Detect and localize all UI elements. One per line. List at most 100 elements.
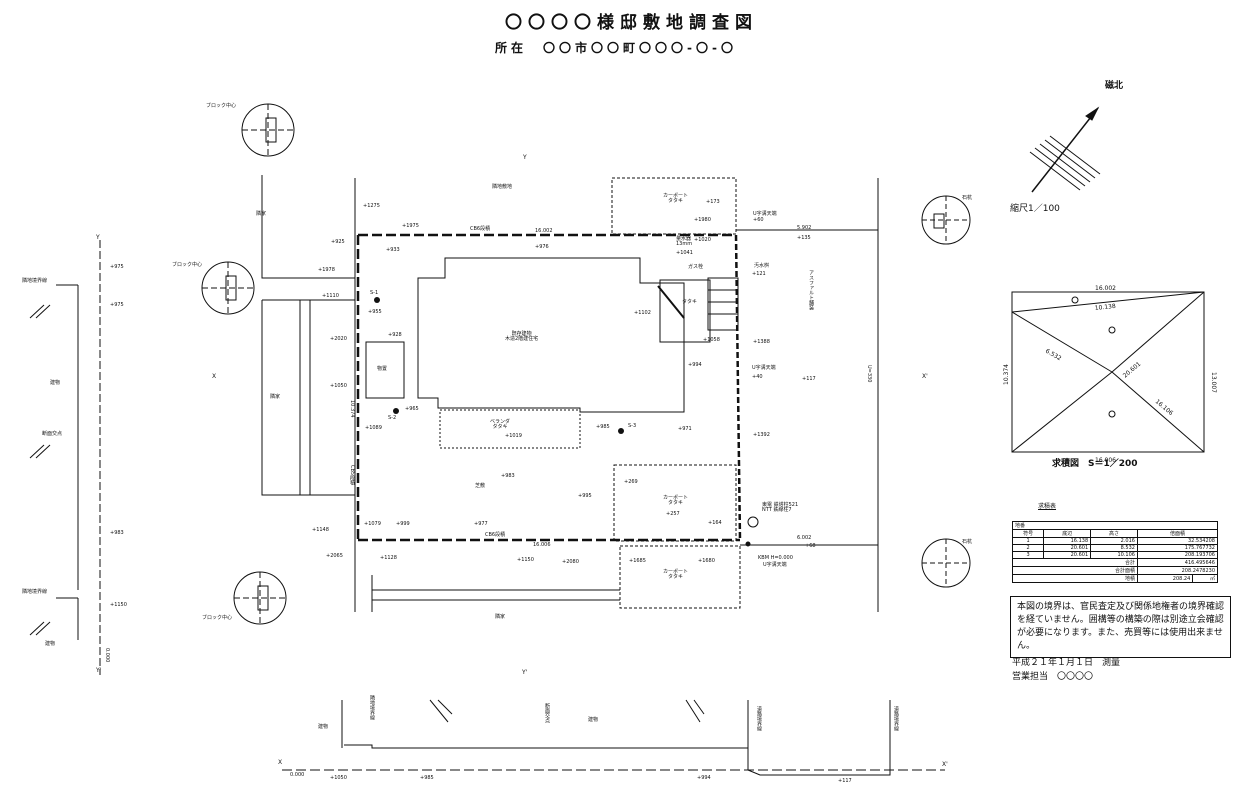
area-dim-top: 16.002 (1095, 285, 1116, 292)
elevation-point: +1102 (634, 310, 651, 316)
elevation-point: +994 (688, 362, 702, 368)
elevation-point: +1685 (629, 558, 646, 564)
elevation-point: +2065 (326, 553, 343, 559)
section-bottom-c: +994 (697, 775, 711, 781)
section-left-building-label-2: 建物 (45, 641, 56, 647)
block-center-label-bottom: ブロック中心 (202, 615, 233, 621)
table-cell-mark: 3 (1011, 551, 1045, 559)
stone-detail-circle-top (921, 195, 971, 245)
table-row: 1 16.138 2.016 32.534208 (1011, 537, 1219, 545)
area-dim-diag2: 20.601 (1122, 361, 1143, 380)
elevation-point: +257 (666, 511, 680, 517)
elevation-point: +121 (752, 271, 766, 277)
carport-top (611, 177, 737, 235)
table-cell: 208.193706 (1136, 551, 1219, 559)
neighbor-left-top-label: 隣家 (256, 211, 267, 217)
section-bottom-building-label-2: 建物 (588, 717, 599, 723)
section-left-boundary-label: 隣地境界線 (22, 278, 48, 284)
axis-y-label: Y (96, 234, 100, 241)
utility-pole-label: 東電 鉄塔柱521 NTT 鉄線柱7 (762, 502, 799, 513)
steps (707, 277, 739, 331)
table-total-label: 合計面積 (1012, 566, 1138, 575)
area-table: 地番 符号 底辺 高さ 倍面積 1 16.138 2.016 32.534208… (1011, 521, 1219, 583)
table-row: 3 20.601 10.106 208.193706 (1011, 551, 1219, 559)
table-cell: 2.016 (1090, 537, 1138, 545)
existing-building-label: 既存建物 木造2階建住宅 (505, 331, 539, 342)
elevation-point: +117 (802, 376, 816, 382)
elevation-point: +955 (368, 309, 382, 315)
table-cell: 8.532 (1090, 544, 1138, 552)
section-bottom-d: +117 (838, 778, 852, 784)
cb-fence-top-label: CB6段積 (470, 226, 491, 232)
u-gutter-label: U字溝天端 (753, 211, 777, 217)
section-bottom-b: +985 (420, 775, 434, 781)
area-dim-diag4: 16.106 (1154, 398, 1175, 417)
table-cell: 20.601 (1043, 551, 1092, 559)
elevation-point: +928 (388, 332, 402, 338)
sewer-cap-label: 汚水桝 (754, 263, 770, 269)
elevation-point: +999 (396, 521, 410, 527)
dist-right-bottom: 6.002 (797, 535, 812, 541)
survey-point-s3-label: S-3 (628, 423, 637, 429)
table-total-value: 208.2478230 (1136, 566, 1219, 575)
area-dim-diag1: 10.138 (1094, 303, 1116, 312)
kbm-label: KBM H=0.000 (758, 555, 793, 561)
porch-label: タタキ (682, 299, 698, 305)
dist-bottom: 16.006 (533, 542, 551, 548)
table-land-value: 208.24 (1136, 574, 1194, 583)
elevation-point: +2080 (562, 559, 579, 565)
section-bottom (282, 699, 945, 776)
elevation-point: +1975 (402, 223, 419, 229)
elevation-point: +1020 (694, 237, 711, 243)
elevation-point: +965 (405, 406, 419, 412)
table-cell: 32.534208 (1136, 537, 1219, 545)
elevation-point: +269 (624, 479, 638, 485)
storage-label: 物置 (377, 366, 388, 372)
elevation-point: +1079 (364, 521, 381, 527)
survey-date: 平成２１年１月１日 測量 (1012, 658, 1121, 668)
section-left-building-label: 建物 (50, 380, 61, 386)
elevation-point: +1680 (698, 558, 715, 564)
table-sum-value: 416.495646 (1136, 558, 1219, 567)
utility-pole-icon (747, 516, 759, 528)
stone-label-top: 石杭 (962, 195, 973, 201)
table-row: 合計 416.495646 (1012, 558, 1219, 567)
elevation-point: +1978 (318, 267, 335, 273)
neighbor-top-label: 隣地敷地 (492, 184, 513, 190)
block-detail-circle-top (241, 103, 295, 157)
section-bottom-building-label: 建物 (318, 724, 329, 730)
elevation-point: +68 (805, 543, 816, 549)
table-cell: 20.601 (1043, 544, 1092, 552)
elevation-point: +1388 (753, 339, 770, 345)
veranda-outline (439, 409, 581, 449)
elevation-point: +985 (596, 424, 610, 430)
axis-y2-label-plan: Y' (522, 669, 528, 676)
elevation-point: +135 (797, 235, 811, 241)
carport-top-label: カーポート タタキ (663, 193, 689, 204)
stone-label-bottom: 石杭 (962, 539, 973, 545)
lawn-label: 芝敷 (475, 483, 486, 489)
area-dim-bottom: 16.006 (1095, 457, 1116, 464)
section-left-zero: 0.000 (104, 648, 110, 663)
north-label: 磁北 (1105, 81, 1124, 91)
carport-right (613, 464, 737, 542)
axis-y-label-top: Y (523, 154, 527, 161)
elevation-point: +1050 (330, 383, 347, 389)
elevation-point: +971 (678, 426, 692, 432)
cb-fence-left-label: CB5段積 (349, 465, 355, 486)
table-cell-mark: 1 (1011, 537, 1045, 545)
survey-point-s2-icon (393, 408, 399, 414)
elevation-point: +977 (474, 521, 488, 527)
elevation-point: +995 (578, 493, 592, 499)
section-left-top: +975 (110, 264, 124, 270)
north-arrow-icon (1029, 106, 1101, 193)
elevation-point: +1150 (517, 557, 534, 563)
neighbor-house-left (261, 175, 355, 496)
existing-building-outline (417, 257, 685, 413)
elevation-point: +1058 (703, 337, 720, 343)
table-row: 地積 208.24 ㎡ (1012, 574, 1218, 583)
elevation-point: +1980 (694, 217, 711, 223)
area-table-header-lot: 地番 (1012, 521, 1218, 530)
disclaimer-note: 本図の境界は、官民査定及び関係地権者の境界確認を経ていません。囲構等の構築の際は… (1010, 596, 1231, 658)
